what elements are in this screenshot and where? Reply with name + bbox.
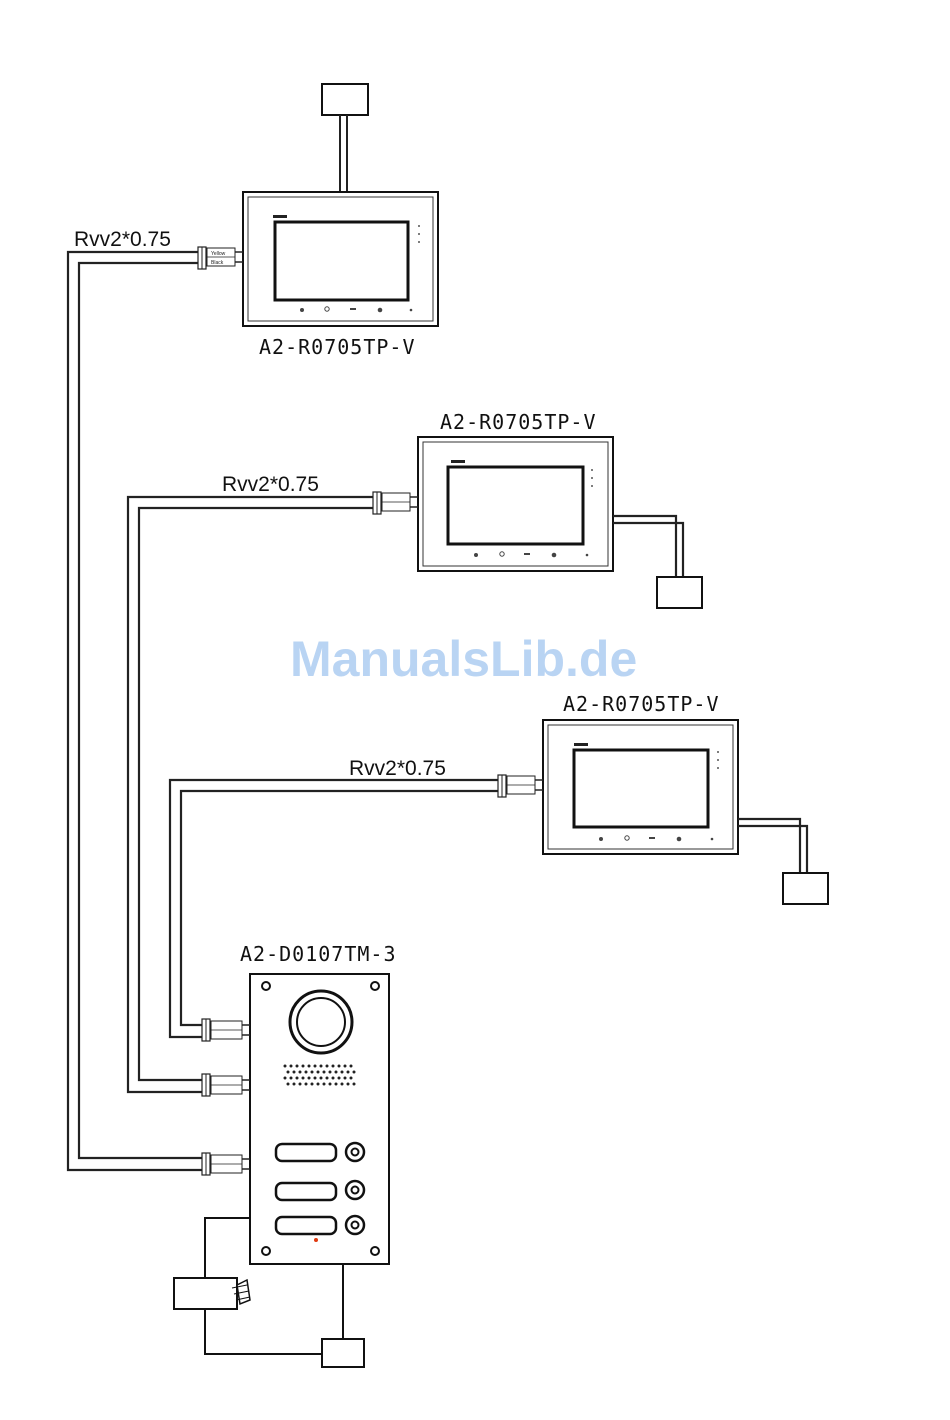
speaker-hole bbox=[347, 1083, 350, 1086]
door-station-indicator-led bbox=[314, 1238, 318, 1242]
connector-monitor-3 bbox=[498, 775, 543, 797]
monitor-1-screen bbox=[275, 222, 408, 300]
speaker-hole bbox=[314, 1077, 317, 1080]
speaker-hole bbox=[290, 1065, 293, 1068]
speaker-hole bbox=[311, 1083, 314, 1086]
speaker-hole bbox=[305, 1083, 308, 1086]
speaker-hole bbox=[350, 1077, 353, 1080]
speaker-hole bbox=[320, 1077, 323, 1080]
speaker-hole bbox=[284, 1065, 287, 1068]
speaker-hole bbox=[323, 1083, 326, 1086]
connector-door-2 bbox=[202, 1074, 250, 1096]
speaker-hole bbox=[302, 1077, 305, 1080]
speaker-hole bbox=[326, 1065, 329, 1068]
speaker-hole bbox=[323, 1071, 326, 1074]
connector-wire2-label: Black bbox=[211, 260, 224, 266]
power-supply-door-station bbox=[322, 1264, 364, 1367]
speaker-hole bbox=[308, 1065, 311, 1068]
watermark: ManualsLib.de bbox=[290, 631, 637, 687]
cable-label-1: Rvv2*0.75 bbox=[74, 228, 171, 251]
speaker-hole bbox=[353, 1071, 356, 1074]
speaker-hole bbox=[320, 1065, 323, 1068]
speaker-hole bbox=[293, 1071, 296, 1074]
speaker-hole bbox=[287, 1071, 290, 1074]
power-supply-monitor-3 bbox=[738, 819, 828, 904]
speaker-hole bbox=[287, 1083, 290, 1086]
speaker-hole bbox=[353, 1083, 356, 1086]
speaker-hole bbox=[338, 1077, 341, 1080]
speaker-hole bbox=[299, 1083, 302, 1086]
door-station-call-button-1 bbox=[276, 1143, 364, 1161]
monitor-1-model-label: A2-R0705TP-V bbox=[259, 335, 416, 359]
door-station-camera bbox=[290, 991, 352, 1053]
speaker-hole bbox=[314, 1065, 317, 1068]
speaker-hole bbox=[338, 1065, 341, 1068]
speaker-hole bbox=[296, 1065, 299, 1068]
cable-label-3: Rvv2*0.75 bbox=[349, 757, 446, 780]
power-supply-monitor-2 bbox=[613, 516, 702, 608]
speaker-hole bbox=[350, 1065, 353, 1068]
power-supply-monitor-1 bbox=[322, 84, 368, 192]
monitor-2-screen bbox=[448, 467, 583, 544]
speaker-hole bbox=[299, 1071, 302, 1074]
speaker-hole bbox=[290, 1077, 293, 1080]
door-station bbox=[250, 974, 389, 1264]
speaker-hole bbox=[329, 1071, 332, 1074]
monitor-3-model-label: A2-R0705TP-V bbox=[563, 692, 720, 716]
speaker-hole bbox=[317, 1071, 320, 1074]
speaker-hole bbox=[332, 1065, 335, 1068]
cable-run-monitor-1 bbox=[68, 252, 202, 1170]
connector-monitor-2 bbox=[373, 492, 418, 514]
monitor-1 bbox=[243, 192, 438, 326]
speaker-hole bbox=[317, 1083, 320, 1086]
speaker-hole bbox=[332, 1077, 335, 1080]
speaker-hole bbox=[335, 1071, 338, 1074]
cable-label-2: Rvv2*0.75 bbox=[222, 473, 319, 496]
speaker-hole bbox=[311, 1071, 314, 1074]
connector-door-3 bbox=[202, 1153, 250, 1175]
speaker-hole bbox=[308, 1077, 311, 1080]
speaker-hole bbox=[305, 1071, 308, 1074]
speaker-hole bbox=[302, 1065, 305, 1068]
monitor-2-model-label: A2-R0705TP-V bbox=[440, 410, 597, 434]
speaker-hole bbox=[335, 1083, 338, 1086]
connector-wire1-label: Yellow bbox=[211, 251, 226, 257]
speaker-hole bbox=[341, 1083, 344, 1086]
speaker-hole bbox=[347, 1071, 350, 1074]
speaker-hole bbox=[284, 1077, 287, 1080]
speaker-hole bbox=[344, 1077, 347, 1080]
monitor-3-screen bbox=[574, 750, 708, 827]
connector-door-1 bbox=[202, 1019, 250, 1041]
monitor-2 bbox=[418, 437, 613, 571]
connector-monitor-1: Yellow Black bbox=[198, 247, 243, 269]
speaker-hole bbox=[296, 1077, 299, 1080]
speaker-hole bbox=[341, 1071, 344, 1074]
speaker-hole bbox=[344, 1065, 347, 1068]
speaker-hole bbox=[326, 1077, 329, 1080]
speaker-hole bbox=[329, 1083, 332, 1086]
monitor-3 bbox=[543, 720, 738, 854]
speaker-hole bbox=[293, 1083, 296, 1086]
door-station-model-label: A2-D0107TM-3 bbox=[240, 942, 397, 966]
door-station-call-button-2 bbox=[276, 1181, 364, 1200]
door-station-call-button-3 bbox=[276, 1216, 364, 1234]
